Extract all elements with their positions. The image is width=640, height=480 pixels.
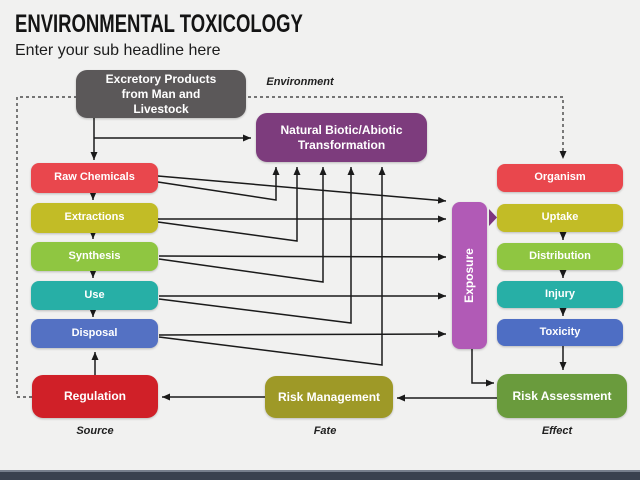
node-disposal: Disposal bbox=[31, 319, 158, 348]
node-exposure: Exposure bbox=[452, 202, 487, 349]
label-fate: Fate bbox=[313, 425, 337, 437]
slide-subtitle: Enter your sub headline here bbox=[15, 42, 221, 59]
slide-footer-bar bbox=[0, 470, 640, 480]
label-environment: Environment bbox=[266, 76, 334, 88]
node-risk-assessment: Risk Assessment bbox=[497, 374, 627, 418]
node-uptake: Uptake bbox=[497, 204, 623, 232]
node-use: Use bbox=[31, 281, 158, 310]
node-injury: Injury bbox=[497, 281, 623, 308]
label-source: Source bbox=[76, 425, 114, 437]
node-excretory-products: Excretory Products from Man and Livestoc… bbox=[76, 70, 246, 118]
node-natural-transformation: Natural Biotic/Abiotic Transformation bbox=[256, 113, 427, 162]
node-risk-management: Risk Management bbox=[265, 376, 393, 418]
node-extractions: Extractions bbox=[31, 203, 158, 233]
node-regulation: Regulation bbox=[32, 375, 158, 418]
label-effect: Effect bbox=[541, 425, 573, 437]
node-synthesis: Synthesis bbox=[31, 242, 158, 271]
node-exposure-label: Exposure bbox=[462, 248, 476, 303]
node-raw-chemicals: Raw Chemicals bbox=[31, 163, 158, 193]
node-distribution: Distribution bbox=[497, 243, 623, 270]
exposure-to-uptake-arrow bbox=[489, 209, 497, 226]
node-toxicity: Toxicity bbox=[497, 319, 623, 346]
slide-title: ENVIRONMENTAL TOXICOLOGY bbox=[15, 10, 303, 38]
node-organism: Organism bbox=[497, 164, 623, 192]
